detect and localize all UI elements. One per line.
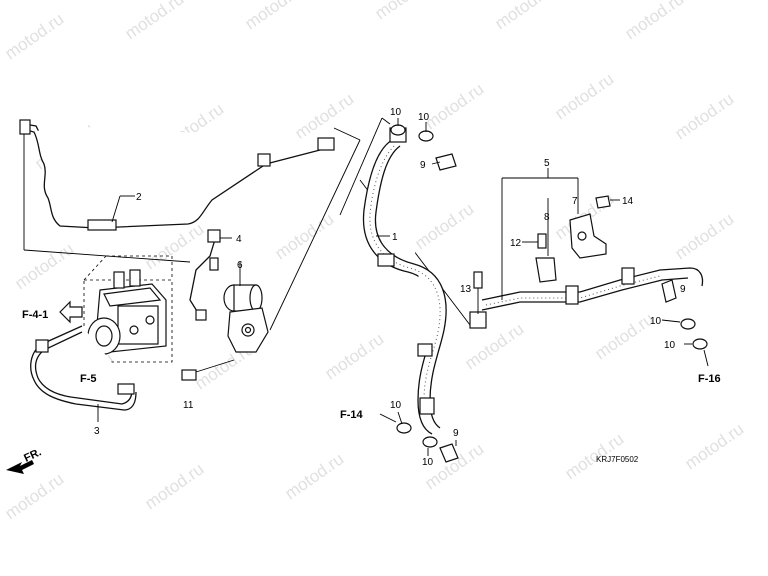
callout-9: 9 (680, 284, 686, 295)
reference-label-f16: F-16 (698, 373, 721, 385)
watermark-text: motod.ru (141, 459, 207, 513)
front-direction-marker (6, 460, 34, 474)
watermark-text: motod.ru (281, 449, 347, 503)
callout-3: 3 (94, 426, 100, 437)
callout-10: 10 (418, 112, 430, 123)
watermark-text: motod.ru (11, 239, 77, 293)
watermark-text: motod.ru (491, 0, 557, 33)
callout-2: 2 (136, 192, 142, 203)
callout-13: 13 (460, 284, 472, 295)
fasteners-lower (379, 411, 459, 463)
watermark-text: motod.ru (1, 9, 67, 63)
callout-10: 10 (650, 316, 662, 327)
watermark-text: motod.ru (621, 0, 687, 43)
callout-9: 9 (420, 160, 426, 171)
watermark-text: motod.ru (271, 209, 337, 263)
fasteners-upper (390, 118, 457, 171)
fasteners-right (661, 279, 709, 367)
brake-pipe-upper (19, 119, 335, 231)
callout-10: 10 (390, 107, 402, 118)
callout-9: 9 (453, 428, 459, 439)
brake-hose-front (362, 127, 447, 435)
diagram-code: KRJ7F0502 (596, 455, 639, 464)
group-bracket-lines (23, 117, 471, 331)
front-direction-label: FR. (22, 446, 43, 464)
watermark-text: motod.ru (141, 219, 207, 273)
callout-10: 10 (390, 400, 402, 411)
callout-6: 6 (237, 260, 243, 271)
watermark-text: motod.ru (421, 79, 487, 133)
watermark-text: motod.ru (371, 0, 437, 23)
brake-joint-6 (181, 262, 269, 381)
callout-5: 5 (544, 158, 550, 169)
callout-14: 14 (622, 196, 634, 207)
brake-hose-rear (469, 267, 704, 329)
watermark-text: motod.ru (321, 329, 387, 383)
watermark-text: motod.ru (551, 69, 617, 123)
watermark-layer: motod.ru motod.ru motod.ru motod.ru moto… (1, 0, 747, 523)
watermark-text: motod.ru (241, 0, 307, 33)
abs-modulator (83, 255, 173, 363)
callout-8: 8 (544, 212, 550, 223)
reference-arrow-f4-1 (59, 300, 83, 324)
watermark-text: motod.ru (1, 469, 67, 523)
brake-pipe-lower (30, 325, 137, 422)
reference-label-f14: F-14 (340, 409, 364, 421)
reference-label-f5: F-5 (80, 373, 97, 385)
watermark-text: motod.ru (291, 89, 357, 143)
callout-12: 12 (510, 238, 522, 249)
watermark-text: motod.ru (681, 419, 747, 473)
clamp-brackets (501, 168, 620, 300)
callout-7: 7 (572, 196, 578, 207)
callout-1: 1 (392, 232, 398, 243)
callout-10: 10 (664, 340, 676, 351)
pipe-fitting-4 (189, 229, 232, 321)
reference-label-f4-1: F-4-1 (22, 309, 48, 321)
watermark-text: motod.ru (411, 199, 477, 253)
callout-11: 11 (183, 400, 194, 411)
watermark-text: motod.ru (591, 309, 657, 363)
watermark-text: motod.ru (671, 89, 737, 143)
callout-10: 10 (422, 457, 434, 468)
callout-4: 4 (236, 234, 242, 245)
watermark-text: motod.ru (121, 0, 187, 43)
watermark-text: motod.ru (671, 209, 737, 263)
